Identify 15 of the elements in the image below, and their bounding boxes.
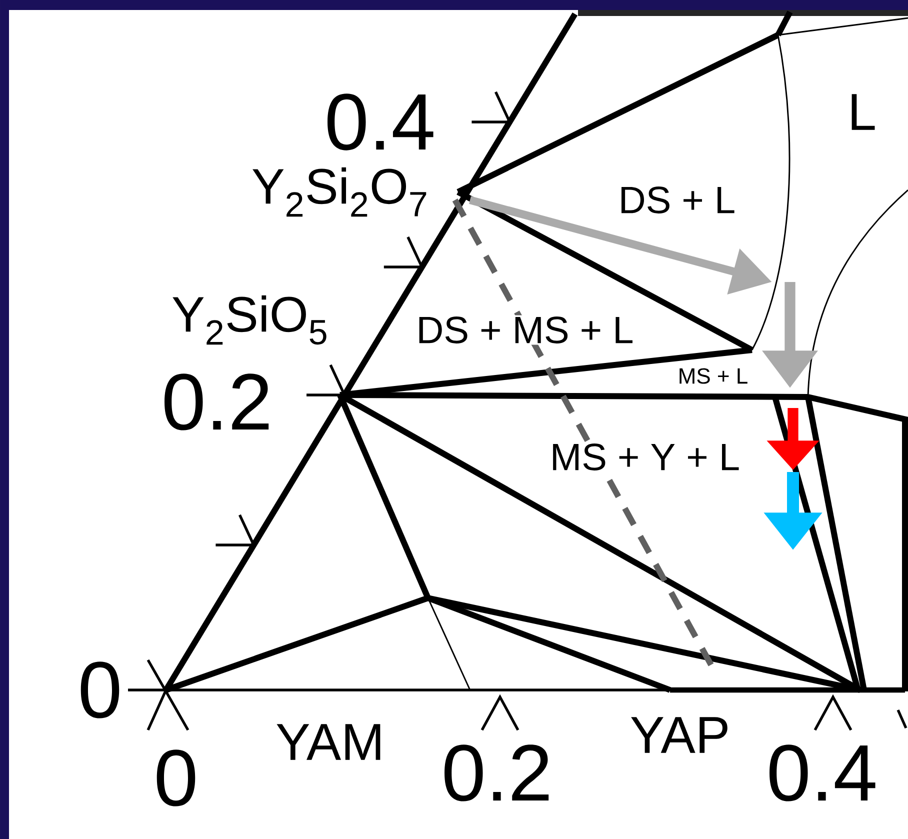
- phase-field-label: DS + MS + L: [414, 315, 636, 345]
- compound-label: YAM: [276, 724, 380, 760]
- compound-label: Y$_{2}$Si$_{2}$O$_{7}$: [252, 167, 426, 217]
- tick-label: 0: [156, 750, 196, 806]
- tick-label: 0.2: [164, 374, 269, 430]
- tick-label: 0.4: [770, 744, 876, 802]
- phase-field-label: MS + L: [676, 366, 750, 386]
- compound-label: Y$_{2}$SiO$_{5}$: [172, 295, 326, 345]
- tick-label: 0.4: [328, 94, 434, 150]
- compound-label: YAP: [631, 717, 728, 753]
- tick-label: 0: [80, 662, 120, 718]
- phase-field-label: MS + Y + L: [548, 442, 742, 472]
- phase-field-label: DS + L: [622, 186, 734, 214]
- phase-field-label: L: [852, 94, 875, 130]
- tick-label: 0.2: [444, 744, 549, 802]
